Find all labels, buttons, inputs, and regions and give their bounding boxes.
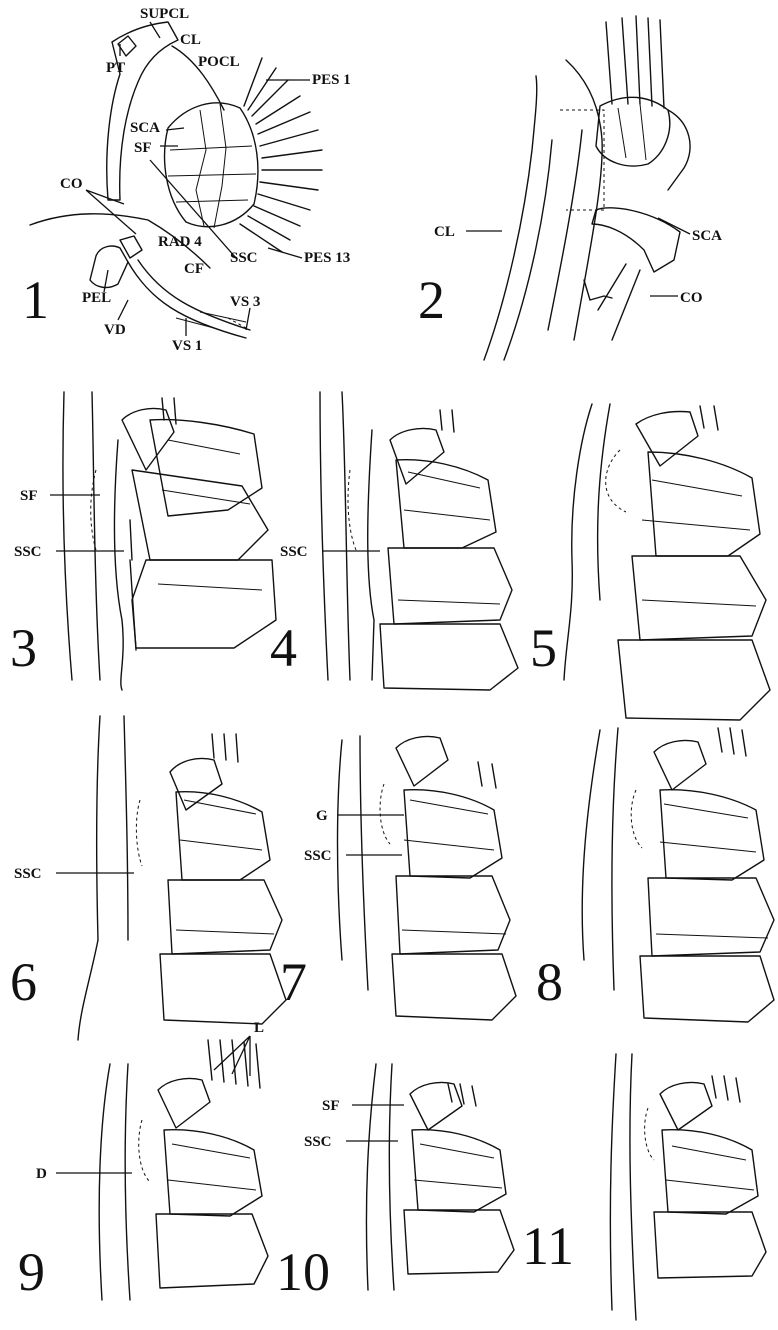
label-cf: CF	[184, 261, 204, 277]
panel-3-drawing	[63, 392, 276, 690]
label-vs-3: VS 3	[230, 294, 260, 310]
panel-5-drawing	[564, 404, 770, 720]
panel-3: SF SSC 3	[10, 392, 276, 690]
label-rad-4: RAD 4	[158, 234, 202, 250]
panel-number-4: 4	[270, 618, 297, 678]
panel-4-drawing	[320, 392, 518, 690]
label-co: CO	[680, 290, 703, 306]
panel-number-7: 7	[280, 952, 307, 1012]
panel-8: 8	[536, 728, 774, 1022]
panel-10-labels: SF SSC	[304, 1098, 340, 1150]
panel-10: SF SSC 10	[276, 1064, 514, 1302]
fin-rays	[240, 58, 322, 252]
label-co: CO	[60, 176, 83, 192]
label-pes-1: PES 1	[312, 72, 351, 88]
panel-number-6: 6	[10, 952, 37, 1012]
label-g: G	[316, 808, 328, 824]
panel-3-leaders	[50, 495, 124, 551]
panel-number-2: 2	[418, 270, 445, 330]
label-vs-1: VS 1	[172, 338, 202, 354]
panel-number-8: 8	[536, 952, 563, 1012]
label-pes-13: PES 13	[304, 250, 350, 266]
label-ssc: SSC	[304, 848, 332, 864]
panel-2-leaders	[466, 218, 690, 296]
label-pocl: POCL	[198, 54, 240, 70]
label-ssc: SSC	[304, 1134, 332, 1150]
panel-11-drawing	[610, 1054, 766, 1320]
panel-7-labels: G SSC	[304, 808, 332, 864]
panel-2-drawing	[484, 16, 690, 360]
panel-number-3: 3	[10, 618, 37, 678]
panel-5: 5	[530, 404, 770, 720]
panel-2: CL SCA CO 2	[418, 16, 722, 360]
label-cl: CL	[434, 224, 455, 240]
panel-10-leaders	[346, 1105, 404, 1141]
panel-7-leaders	[338, 815, 404, 855]
label-sf: SF	[20, 488, 38, 504]
label-vd: VD	[104, 322, 126, 338]
label-sf: SF	[134, 140, 152, 156]
panel-3-labels: SF SSC	[14, 488, 42, 560]
panel-7-drawing	[338, 736, 517, 1020]
label-pel: PEL	[82, 290, 111, 306]
panel-number-5: 5	[530, 618, 557, 678]
panel-8-drawing	[582, 728, 774, 1022]
panel-4: SSC 4	[270, 392, 518, 690]
panel-4-labels: SSC	[280, 544, 308, 560]
label-ssc: SSC	[230, 250, 258, 266]
panel-9-drawing	[99, 1040, 268, 1300]
panel-number-11: 11	[522, 1216, 574, 1276]
label-sca: SCA	[130, 120, 160, 136]
panel-9-labels: L D	[36, 1020, 264, 1182]
panel-7: G SSC 7	[280, 736, 516, 1020]
label-d: D	[36, 1166, 47, 1182]
label-sca: SCA	[692, 228, 722, 244]
label-supcl: SUPCL	[140, 6, 189, 22]
panel-1: SUPCL CL POCL PT PES 1 SCA SF CO RAD 4 C…	[22, 6, 351, 354]
label-ssc: SSC	[280, 544, 308, 560]
panel-1-labels: SUPCL CL POCL PT PES 1 SCA SF CO RAD 4 C…	[60, 6, 351, 354]
panel-9: L D 9	[18, 1020, 268, 1302]
panel-number-9: 9	[18, 1242, 45, 1302]
label-ssc: SSC	[14, 544, 42, 560]
label-pt: PT	[106, 60, 125, 76]
panel-11: 11	[522, 1054, 766, 1320]
label-ssc: SSC	[14, 866, 42, 882]
panel-6: SSC 6	[10, 716, 286, 1040]
label-l: L	[254, 1020, 264, 1036]
panel-number-10: 10	[276, 1242, 330, 1302]
label-sf: SF	[322, 1098, 340, 1114]
panel-number-1: 1	[22, 270, 49, 330]
label-cl: CL	[180, 32, 201, 48]
panel-6-drawing	[78, 716, 286, 1040]
panel-10-drawing	[366, 1064, 514, 1290]
panel-6-labels: SSC	[14, 866, 42, 882]
